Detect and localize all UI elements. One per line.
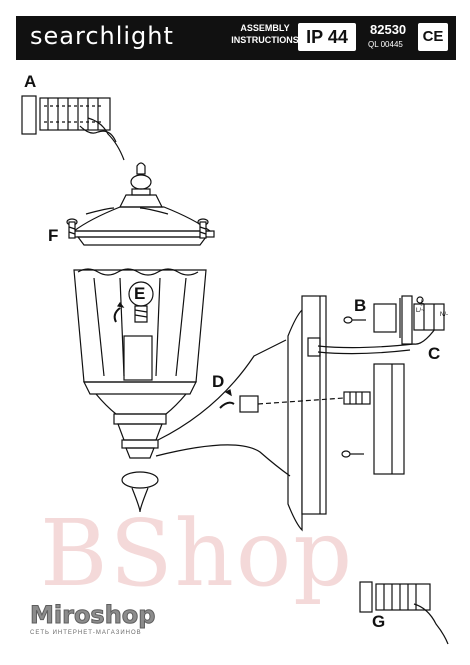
step-b-plate bbox=[343, 298, 401, 338]
label-step-c: C bbox=[428, 344, 441, 363]
wall-plug bbox=[343, 391, 371, 405]
label-step-f: F bbox=[48, 226, 59, 245]
wall-bracket-arm bbox=[155, 339, 291, 477]
wire-connection bbox=[257, 321, 441, 405]
header-bar: searchlight ASSEMBLY INSTRUCTIONS IP 44 … bbox=[16, 16, 456, 60]
product-code: 82530 bbox=[370, 22, 407, 37]
shop-watermark: BShop bbox=[40, 500, 355, 607]
wall-screw-lower bbox=[341, 450, 364, 458]
bottom-finial bbox=[121, 471, 159, 513]
screw-f-left bbox=[66, 218, 78, 239]
document-type-line2: INSTRUCTIONS bbox=[231, 35, 299, 45]
lantern-roof bbox=[69, 206, 215, 246]
ip-rating-badge: IP 44 bbox=[298, 23, 356, 51]
label-step-b: B bbox=[354, 296, 367, 315]
lantern-base bbox=[95, 393, 187, 459]
miroshop-tagline: СЕТЬ ИНТЕРНЕТ-МАГАЗИНОВ bbox=[30, 630, 142, 636]
ce-mark: CE bbox=[418, 23, 448, 51]
terminal-earth-label: ⏚ bbox=[418, 300, 425, 307]
document-type: ASSEMBLY INSTRUCTIONS bbox=[226, 22, 304, 46]
lantern-body bbox=[73, 268, 207, 395]
label-step-a: A bbox=[24, 72, 37, 91]
lantern-finial bbox=[119, 162, 163, 208]
step-a-terminal-block bbox=[21, 95, 125, 161]
bulb-e bbox=[113, 281, 154, 323]
terminal-live-label: L/~ bbox=[416, 308, 425, 314]
label-step-g: G bbox=[372, 612, 386, 631]
step-g-terminal-block bbox=[359, 581, 449, 645]
label-step-e: E bbox=[134, 284, 146, 303]
brand-logo: searchlight bbox=[30, 22, 174, 50]
screw-f-right bbox=[197, 218, 209, 239]
ql-code: QL 00445 bbox=[368, 40, 403, 49]
label-step-d: D bbox=[212, 372, 225, 391]
miroshop-logo: Miroshop bbox=[29, 601, 156, 630]
document-type-line1: ASSEMBLY bbox=[240, 23, 290, 33]
wall-plate bbox=[239, 295, 327, 532]
wall-section bbox=[373, 363, 405, 475]
step-c-terminal bbox=[401, 295, 445, 345]
terminal-neutral-label: N/- bbox=[440, 312, 448, 318]
